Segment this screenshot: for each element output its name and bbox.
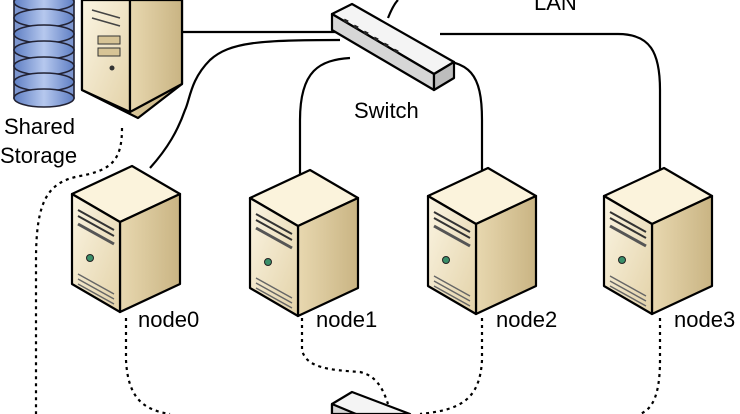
storage-label-line2: Storage — [0, 143, 77, 168]
node1-server-icon — [248, 168, 360, 318]
node2-label: node2 — [496, 307, 557, 332]
lan-switch-icon — [330, 2, 456, 92]
storage-wiring — [34, 127, 662, 414]
switch-label: Switch — [354, 98, 419, 123]
node3-server-icon — [602, 166, 714, 316]
node0-server-icon — [70, 164, 182, 314]
lan-label: LAN — [534, 0, 577, 15]
lan-wiring — [149, 0, 662, 178]
node1-label: node1 — [316, 307, 377, 332]
node3-label: node3 — [674, 307, 735, 332]
storage-server-icon — [80, 0, 184, 120]
storage-switch-icon — [330, 390, 412, 414]
storage-label-line1: Shared — [4, 114, 75, 139]
node2-server-icon — [426, 166, 538, 316]
node0-label: node0 — [138, 307, 199, 332]
storage-disk-stack-icon — [13, 0, 75, 108]
